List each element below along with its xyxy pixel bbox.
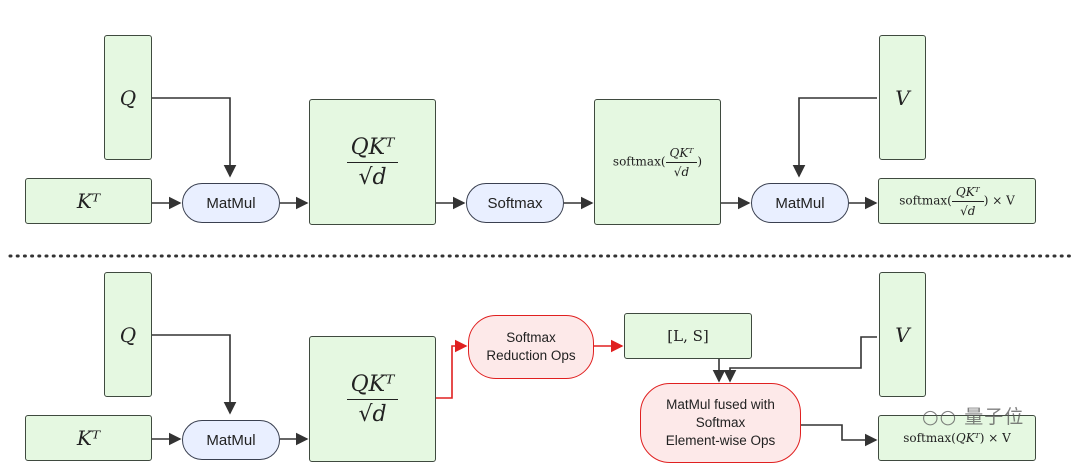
v-box: V — [879, 35, 926, 160]
softmax-denominator: √d — [673, 164, 690, 179]
kt-box-bottom: Kᵀ — [25, 415, 152, 461]
matmul-label-bottom: MatMul — [206, 431, 256, 449]
output-expression-bottom: softmax(QKᵀ) × V — [903, 431, 1011, 445]
output-expression: softmax(QKᵀ√d) × V — [899, 185, 1015, 218]
watermark: ○○ 量子位 — [922, 402, 1024, 429]
softmax-fraction: QKᵀ√d — [665, 146, 698, 179]
kt-label-bottom: Kᵀ — [76, 426, 101, 450]
fused-op: MatMul fused with Softmax Element-wise O… — [640, 383, 801, 463]
qkt-fraction-bottom: QKᵀ √d — [346, 372, 399, 427]
watermark-text: 量子位 — [964, 406, 1025, 428]
output-numerator-bottom: QKᵀ — [955, 431, 980, 445]
q-box: Q — [104, 35, 152, 160]
output-numerator: QKᵀ — [951, 185, 984, 202]
output-close: ) × V — [983, 193, 1015, 208]
edge-v-matmul2 — [792, 97, 877, 178]
edge-v2-fused — [723, 336, 877, 383]
output-fn-bottom: softmax( — [903, 431, 956, 445]
softmax-fn: softmax( — [612, 154, 666, 169]
matmul-op-1: MatMul — [182, 183, 280, 223]
qkt-numerator: QKᵀ — [346, 135, 399, 163]
matmul-label: MatMul — [206, 194, 256, 212]
edge-fused-out — [801, 424, 878, 447]
edge-qkt2-reduction — [436, 339, 468, 399]
qkt-numerator-bottom: QKᵀ — [346, 372, 399, 400]
softmax-result-box: softmax(QKᵀ√d) — [594, 99, 721, 225]
output-box: softmax(QKᵀ√d) × V — [878, 178, 1036, 224]
output-fraction: QKᵀ√d — [951, 185, 984, 218]
wechat-icon: ○○ — [922, 406, 958, 428]
ls-box: [L, S] — [624, 313, 752, 359]
qkt-denominator-bottom: √d — [358, 401, 387, 427]
edge-q2-matmul — [152, 334, 237, 415]
qkt-box: QKᵀ √d — [309, 99, 436, 225]
output-box-bottom: softmax(QKᵀ) × V — [878, 415, 1036, 461]
v-label: V — [895, 85, 910, 110]
matmul2-label: MatMul — [775, 194, 825, 212]
qkt-box-bottom: QKᵀ √d — [309, 336, 436, 462]
qkt-fraction: QKᵀ √d — [346, 135, 399, 190]
edge-q-matmul — [152, 97, 237, 178]
qkt-denominator: √d — [358, 164, 387, 190]
matmul-op-2: MatMul — [751, 183, 849, 223]
softmax-label: Softmax — [487, 194, 543, 212]
v-label-bottom: V — [895, 322, 910, 347]
kt-label: Kᵀ — [76, 189, 101, 213]
softmax-expression: softmax(QKᵀ√d) — [613, 146, 702, 179]
output-denominator: √d — [960, 203, 976, 218]
matmul-op-bottom: MatMul — [182, 420, 280, 460]
softmax-close: ) — [697, 154, 703, 169]
v-box-bottom: V — [879, 272, 926, 397]
softmax-op: Softmax — [466, 183, 564, 223]
output-close-bottom: ) × V — [979, 431, 1011, 445]
softmax-numerator: QKᵀ — [665, 146, 698, 163]
q-label: Q — [119, 85, 137, 110]
softmax-reduction-op: Softmax Reduction Ops — [468, 315, 594, 379]
ls-label: [L, S] — [667, 327, 709, 345]
q-label-bottom: Q — [119, 322, 137, 347]
q-box-bottom: Q — [104, 272, 152, 397]
output-fn: softmax( — [899, 193, 952, 208]
kt-box: Kᵀ — [25, 178, 152, 224]
